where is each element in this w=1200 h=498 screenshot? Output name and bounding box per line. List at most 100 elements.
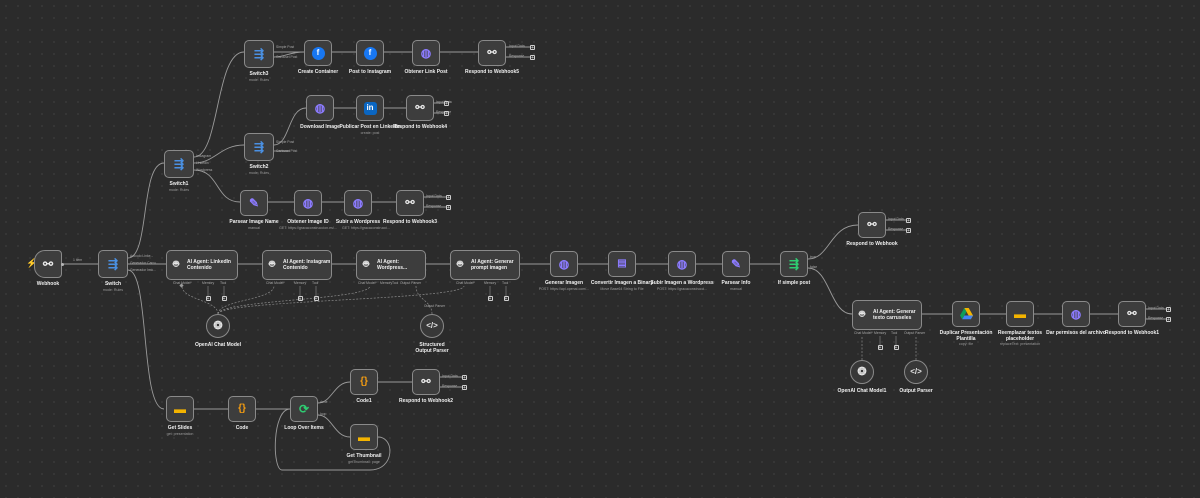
add-node-button[interactable]: + [906,227,911,234]
add-node-button[interactable]: + [1166,306,1171,313]
node-agent-linkedin-title: AI Agent: LinkedIn Contenido [187,259,231,271]
node-agent-carrusel[interactable]: 🤖︎ AI Agent: Generar texto carruseles [852,300,922,330]
port-label: LinkedIn [196,161,209,165]
node-switch3[interactable]: ⇶ [244,40,274,68]
node-get-slides[interactable]: ▬ [166,396,194,422]
node-respond-webhook1[interactable]: ⚯ [1118,301,1146,327]
add-node-button[interactable]: + [462,384,467,391]
add-node-button[interactable]: + [530,44,535,51]
ai-edge-chat-prompt [217,285,465,315]
node-if-simple-post-title: If simple post [777,280,811,286]
node-loop-over-items[interactable]: ⟳ [290,396,318,422]
node-publicar-linkedin[interactable]: in [356,95,384,121]
port-label: Memory [294,281,307,285]
port-label: Simple Post [276,45,295,49]
facebook-icon: f [363,46,377,60]
node-agent-wordpress[interactable]: 🤖︎ AI Agent: Wordpress... [356,250,426,280]
port-label: Chat Model* [266,281,285,285]
node-respond-webhook5[interactable]: ⚯ [478,40,506,66]
node-post-instagram[interactable]: f [356,40,384,66]
add-node-button[interactable]: + [877,345,883,351]
node-code[interactable]: {} [228,396,256,422]
node-agent-linkedin[interactable]: 🤖︎ AI Agent: LinkedIn Contenido [166,250,238,280]
port-label: Memory [874,331,887,335]
node-duplicar-presentacion[interactable] [952,301,980,327]
node-respond-webhook-title: Respond to Webhook [846,241,898,247]
node-respond-webhook4[interactable]: ⚯ [406,95,434,121]
node-agent-prompt-title: AI Agent: Generar prompt imagen [471,259,514,271]
port-webhook-out[interactable] [61,262,64,266]
node-webhook[interactable]: ⚯ [34,250,62,278]
node-code1[interactable]: {} [350,369,378,395]
add-node-button[interactable]: + [446,204,451,211]
node-reemplazar-textos[interactable]: ▬ [1006,301,1034,327]
add-node-button[interactable]: + [1166,316,1171,323]
node-respond-webhook[interactable]: ⚯ [858,212,886,238]
port-label: Simple Post [276,140,295,144]
node-openai-chat1[interactable]: ❂ [850,360,874,384]
node-switch1[interactable]: ⇶ [164,150,194,178]
node-webhook-title: Webhook [36,281,60,287]
node-convertir-imagen[interactable]: ▤ [608,251,636,277]
node-structured-parser[interactable]: </> [420,314,444,338]
add-node-button[interactable]: + [462,374,467,381]
node-create-container[interactable]: f [304,40,332,66]
add-node-button[interactable]: + [313,296,319,302]
add-node-button[interactable]: + [444,100,449,107]
node-openai-chat[interactable]: ❂ [206,314,230,338]
node-download-image[interactable]: ◍ [306,95,334,121]
node-parsear-image-name[interactable]: ✎ [240,190,268,216]
port-label: Output Parser [904,331,926,335]
node-respond-webhook2[interactable]: ⚯ [412,369,440,395]
port-label: Carousel Post [276,149,298,153]
port-label: Generador Imá... [130,268,156,272]
globe-icon: ◍ [676,257,688,271]
openai-icon: ❂ [213,320,223,332]
port-label: Response [442,384,458,388]
node-subir-imagen-wp[interactable]: ◍ [668,251,696,277]
ai-stub-carrusel [879,336,897,345]
node-respond-webhook2-title: Respond to Webhook2 [398,398,454,404]
node-output-parser[interactable]: </> [904,360,928,384]
add-node-button[interactable]: + [893,345,899,351]
port-label: Carousel Post [276,55,298,59]
globe-icon: ◍ [314,101,326,115]
add-node-button[interactable]: + [487,296,493,302]
webhook-icon: ⚯ [42,257,54,271]
port-label: Tool [891,331,898,335]
add-node-button[interactable]: + [446,194,451,201]
node-agent-instagram[interactable]: 🤖︎ AI Agent: Instagram Contenido [262,250,332,280]
node-dar-permisos-title: Dar permisos del archivo [1046,330,1106,336]
node-switch2-subtitle: mode: Rules [248,171,270,175]
node-obtener-link-post[interactable]: ◍ [412,40,440,66]
node-generar-imagen-title: Generar Imagen [544,280,584,286]
node-output-parser-title: Output Parser [899,388,933,394]
node-obtener-image-id[interactable]: ◍ [294,190,322,216]
node-agent-prompt[interactable]: 🤖︎ AI Agent: Generar prompt imagen [450,250,520,280]
node-switch2[interactable]: ⇶ [244,133,274,161]
add-node-button[interactable]: + [444,110,449,117]
port-label: true [810,255,816,259]
ai-edge-chat-wordpress [217,285,371,315]
port-label: Output Parser [400,281,422,285]
node-dar-permisos[interactable]: ◍ [1062,301,1090,327]
node-respond-webhook3[interactable]: ⚯ [396,190,424,216]
add-node-button[interactable]: + [906,217,911,224]
pencil-icon: ✎ [248,196,260,210]
node-if-simple-post[interactable]: ⇶ [780,251,808,277]
add-node-button[interactable]: + [530,54,535,61]
node-get-thumbnail[interactable]: ▬ [350,424,378,450]
globe-icon: ◍ [1070,307,1082,321]
node-switch-title: Switch [104,281,122,287]
add-node-button[interactable]: + [205,296,211,302]
node-generar-imagen[interactable]: ◍ [550,251,578,277]
add-node-button[interactable]: + [221,296,227,302]
port-label: Chat Model* [854,331,873,335]
node-duplicar-presentacion-title: Duplicar Presentación Plantilla [939,330,993,342]
add-node-button[interactable]: + [297,296,303,302]
node-switch[interactable]: ⇶ [98,250,128,278]
node-subir-wordpress[interactable]: ◍ [344,190,372,216]
google-slides-icon: ▬ [358,430,370,444]
add-node-button[interactable]: + [503,296,509,302]
node-parsear-info[interactable]: ✎ [722,251,750,277]
